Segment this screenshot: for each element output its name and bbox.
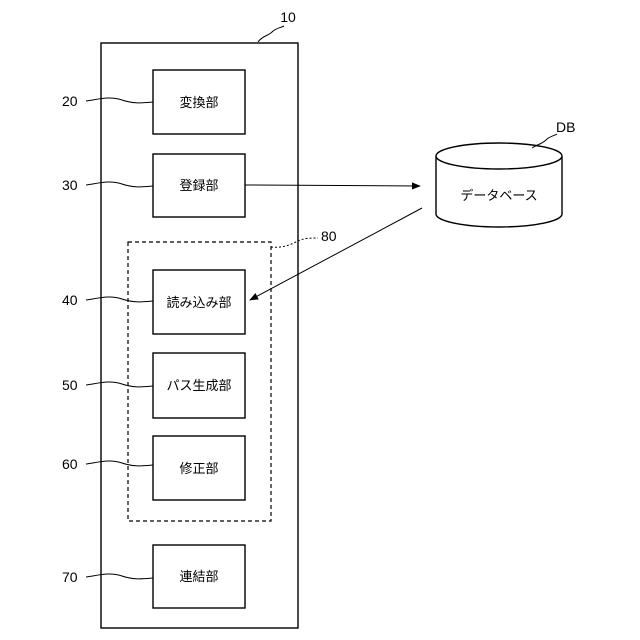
database-ref-leader [532,134,557,148]
correction-unit-ref: 60 [62,456,78,472]
registration-unit-label: 登録部 [179,179,218,194]
device-ref-leader [258,26,284,42]
conversion-unit-label: 変換部 [179,95,218,111]
reading-unit-label: 読み込み部 [166,295,231,311]
connection-unit-ref: 70 [62,569,78,585]
reading-unit-ref: 40 [62,292,78,308]
correction-unit-label: 修正部 [179,462,218,477]
path-generation-unit-ref: 50 [62,377,78,393]
database-cylinder [436,143,562,227]
database-ref-label: DB [556,119,575,135]
group-ref-label: 80 [321,228,337,244]
connection-unit-label: 連結部 [179,570,218,585]
database-label: データベース [460,188,537,204]
path-generation-unit-label: パス生成部 [166,379,231,394]
registration-unit-ref: 30 [62,177,78,193]
device-ref-label: 10 [280,9,296,25]
conversion-unit-ref: 20 [62,93,78,109]
